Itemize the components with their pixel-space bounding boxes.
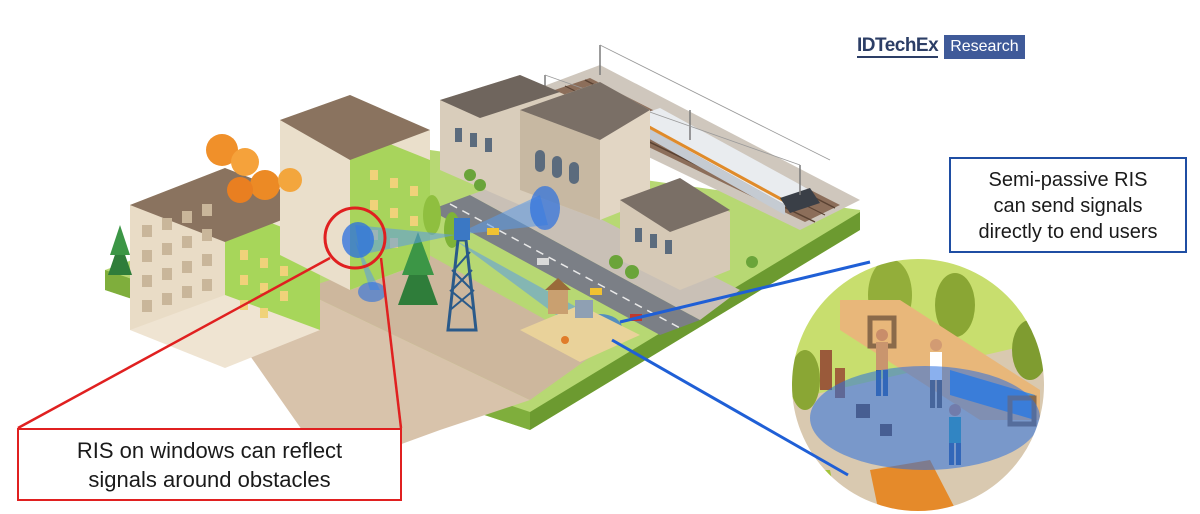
station-building [440,75,730,290]
semi-passive-ris-callout: Semi-passive RIS can send signals direct… [949,157,1187,253]
zoom-inset [611,257,1046,513]
playground [520,278,640,362]
callout-line: can send signals [993,195,1143,217]
cell-tower [446,218,478,332]
callout-line: Semi-passive RIS [988,169,1148,191]
logo-badge: Research [944,35,1025,59]
window-ris-highlight [17,206,403,430]
callout-line: directly to end users [978,221,1158,243]
logo-brand: IDTechEx [857,35,939,58]
trees [108,169,758,305]
callout-line: signals around obstacles [88,467,331,492]
callout-line: RIS on windows can reflect [76,438,343,463]
idtechex-logo: IDTechEx Research [857,33,1025,61]
window-ris-callout: RIS on windows can reflect signals aroun… [17,428,402,501]
autumn-trees [206,134,302,203]
